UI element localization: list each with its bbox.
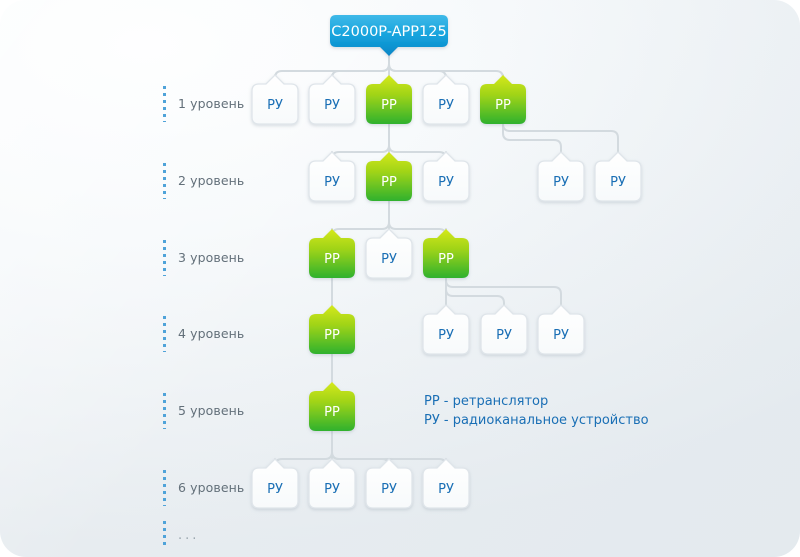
node-device[interactable]: РУ: [308, 458, 356, 509]
node-label: РР: [324, 328, 340, 343]
node-label: РУ: [496, 328, 512, 343]
node-device[interactable]: РУ: [594, 151, 642, 202]
node-repeater[interactable]: РР: [366, 152, 412, 201]
node-label: РУ: [438, 175, 454, 190]
connector: [388, 63, 504, 79]
node-label: РУ: [267, 98, 283, 113]
node-shape: [365, 228, 413, 279]
node-label: РУ: [324, 482, 340, 497]
node-label: РУ: [267, 482, 283, 497]
legend-line-device: РУ - радиоканальное устройство: [424, 413, 649, 428]
node-device[interactable]: РУ: [537, 304, 585, 355]
node-shape: [537, 151, 585, 202]
title-node-label: C2000P-APP125: [331, 24, 446, 40]
connector: [502, 123, 562, 153]
node-repeater[interactable]: РР: [309, 305, 355, 354]
node-label: РР: [438, 252, 454, 267]
node-device[interactable]: РУ: [422, 151, 470, 202]
node-label: РУ: [324, 98, 340, 113]
node-device[interactable]: РУ: [480, 304, 528, 355]
node-shape: [251, 458, 299, 509]
node-shape: [251, 74, 299, 125]
level-marker-2: [163, 163, 166, 199]
node-device[interactable]: РУ: [422, 458, 470, 509]
node-shape: [422, 151, 470, 202]
node-shape: [365, 458, 413, 509]
node-label: РУ: [438, 328, 454, 343]
node-repeater[interactable]: РР: [423, 229, 469, 278]
node-shape: [422, 74, 470, 125]
node-label: РУ: [553, 328, 569, 343]
node-device[interactable]: РУ: [308, 151, 356, 202]
node-label: РР: [381, 98, 397, 113]
node-repeater[interactable]: РР: [480, 75, 526, 124]
node-label: РУ: [610, 175, 626, 190]
node-repeater[interactable]: РР: [309, 382, 355, 431]
connector: [445, 277, 562, 306]
continuation-dots: ...: [178, 528, 200, 543]
level-label-2: 2 уровень: [178, 173, 245, 188]
node-device[interactable]: РУ: [365, 458, 413, 509]
level-marker-1: [163, 86, 166, 122]
node-shape: [308, 74, 356, 125]
node-shape: [309, 229, 355, 278]
node-label: РУ: [381, 482, 397, 497]
node-shape: [422, 304, 470, 355]
node-device[interactable]: РУ: [537, 151, 585, 202]
node-shape: [308, 151, 356, 202]
node-shape: [537, 304, 585, 355]
node-device[interactable]: РУ: [251, 74, 299, 125]
node-repeater[interactable]: РР: [309, 229, 355, 278]
node-label: РР: [324, 252, 340, 267]
node-shape: [366, 152, 412, 201]
node-shape: [309, 382, 355, 431]
title-node-shape: [330, 15, 448, 56]
node-repeater[interactable]: РР: [366, 75, 412, 124]
level-label-5: 5 уровень: [178, 403, 245, 418]
connector: [445, 277, 505, 306]
node-label: РУ: [553, 175, 569, 190]
node-label: РР: [381, 175, 397, 190]
node-label: РР: [324, 405, 340, 420]
level-label-1: 1 уровень: [178, 96, 245, 111]
node-shape: [366, 75, 412, 124]
level-label-4: 4 уровень: [178, 326, 245, 341]
level-label-6: 6 уровень: [178, 480, 245, 495]
connector: [502, 123, 619, 153]
node-device[interactable]: РУ: [251, 458, 299, 509]
node-shape: [423, 229, 469, 278]
node-label: РУ: [438, 482, 454, 497]
node-device[interactable]: РУ: [308, 74, 356, 125]
level-label-3: 3 уровень: [178, 250, 245, 265]
level-marker-3: [163, 240, 166, 276]
level-marker-5: [163, 393, 166, 429]
node-shape: [309, 305, 355, 354]
node-shape: [594, 151, 642, 202]
level-marker-continuation: [163, 521, 166, 545]
legend: РР - ретранслятор РУ - радиоканальное ус…: [424, 392, 649, 430]
node-label: РУ: [381, 252, 397, 267]
node-device[interactable]: РУ: [365, 228, 413, 279]
node-shape: [308, 458, 356, 509]
title-node[interactable]: C2000P-APP125: [330, 15, 448, 56]
node-shape: [480, 304, 528, 355]
node-label: РУ: [324, 175, 340, 190]
node-label: РР: [495, 98, 511, 113]
node-device[interactable]: РУ: [422, 74, 470, 125]
node-device[interactable]: РУ: [422, 304, 470, 355]
legend-line-repeater: РР - ретранслятор: [424, 394, 549, 409]
node-shape: [422, 458, 470, 509]
level-marker-4: [163, 316, 166, 352]
level-marker-6: [163, 470, 166, 506]
node-shape: [480, 75, 526, 124]
node-label: РУ: [438, 98, 454, 113]
